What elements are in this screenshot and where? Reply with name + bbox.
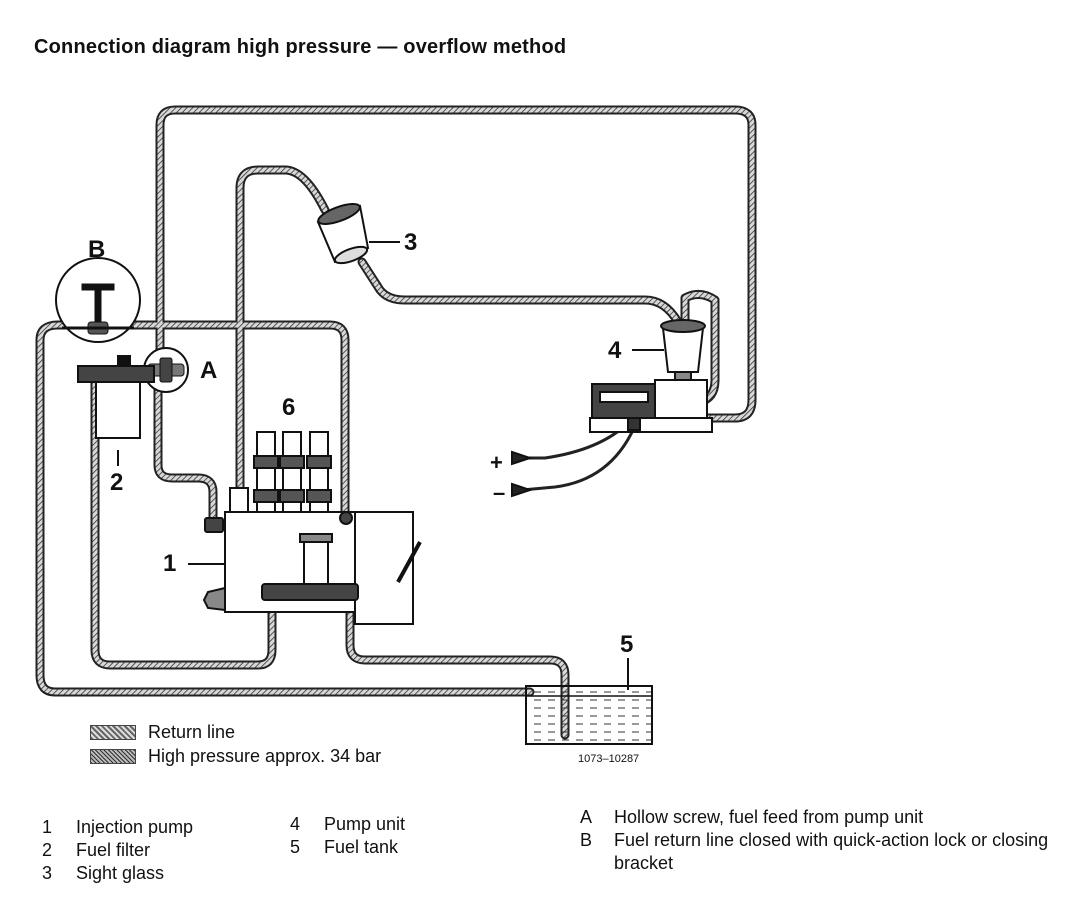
key-text: Pump unit xyxy=(324,814,406,834)
fuel-filter xyxy=(77,355,155,439)
key-item: 2 Fuel filter xyxy=(42,839,193,862)
plus-sign: + xyxy=(490,450,503,475)
key-item: 3 Sight glass xyxy=(42,862,193,885)
high-pressure-swatch xyxy=(90,748,136,764)
key-number: 3 xyxy=(42,863,53,883)
legend-high-pressure: High pressure approx. 34 bar xyxy=(90,744,381,768)
line-legend: Return line High pressure approx. 34 bar xyxy=(90,720,381,768)
key-letter: B xyxy=(580,830,593,850)
delivery-valves xyxy=(229,431,353,525)
key-number: 1 xyxy=(42,817,53,837)
key-text: Sight glass xyxy=(76,863,165,883)
callout-4: 4 xyxy=(608,337,622,364)
key-number: 2 xyxy=(42,840,53,860)
legend-label: High pressure approx. 34 bar xyxy=(148,745,382,766)
callout-1: 1 xyxy=(163,550,176,577)
key-item: A Hollow screw, fuel feed from pump unit xyxy=(580,806,1070,829)
key-text: Hollow screw, fuel feed from pump unit xyxy=(614,807,924,827)
callout-3: 3 xyxy=(404,229,417,256)
key-list-middle: 4 Pump unit 5 Fuel tank xyxy=(290,813,405,859)
key-number: 5 xyxy=(290,837,301,857)
pump-unit xyxy=(589,319,713,433)
key-number: 4 xyxy=(290,814,301,834)
minus-sign: – xyxy=(493,480,505,505)
legend-return-line: Return line xyxy=(90,720,381,744)
key-text: Fuel tank xyxy=(324,837,399,857)
battery-clamps xyxy=(511,450,534,498)
callout-5: 5 xyxy=(620,631,633,658)
fuel-lines xyxy=(35,105,757,740)
detail-b-closure xyxy=(55,257,141,343)
key-letter: A xyxy=(580,807,593,827)
figure-code: 1073–10287 xyxy=(578,753,639,765)
callout-6: 6 xyxy=(282,394,295,421)
callout-2: 2 xyxy=(110,469,123,496)
key-text: Fuel return line closed with quick-actio… xyxy=(614,830,1049,873)
injection-pump xyxy=(202,511,422,625)
legend-label: Return line xyxy=(148,721,236,742)
return-line-swatch xyxy=(90,724,136,740)
key-item: 4 Pump unit xyxy=(290,813,405,836)
key-item: B Fuel return line closed with quick-acti… xyxy=(580,829,1070,875)
key-text: Injection pump xyxy=(76,817,194,837)
key-item: 5 Fuel tank xyxy=(290,836,405,859)
key-item: 1 Injection pump xyxy=(42,816,193,839)
callout-a: A xyxy=(200,357,217,384)
callout-b: B xyxy=(88,236,105,263)
callouts: B A 2 1 6 3 4 5 + – xyxy=(88,229,664,690)
fuel-tank xyxy=(525,685,653,745)
key-text: Fuel filter xyxy=(76,840,151,860)
diagram-title: Connection diagram high pressure — overf… xyxy=(34,36,567,58)
key-list-left: 1 Injection pump 2 Fuel filter 3 Sight glas… xyxy=(42,816,193,885)
sight-glass xyxy=(316,203,370,265)
